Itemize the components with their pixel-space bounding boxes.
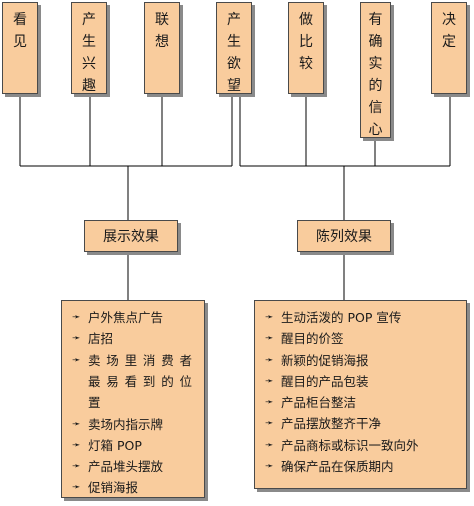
list-item-text: 产品堆头摆放	[88, 459, 164, 475]
step-char: 生	[82, 34, 96, 50]
list-item: ➛ 促销海报	[68, 477, 192, 498]
step-box-see: 看 见	[2, 2, 38, 94]
arrow-bullet-icon: ➛	[72, 354, 81, 366]
list-item: ➛ 店招	[68, 328, 192, 349]
list-item-text: 产品柜台整洁	[281, 395, 357, 411]
step-char: 趣	[82, 78, 96, 94]
arrow-bullet-icon: ➛	[265, 397, 274, 409]
step-char: 看	[13, 12, 27, 28]
step-char: 的	[368, 78, 383, 94]
step-box-desire: 产 生 欲 望	[216, 2, 252, 94]
step-char: 实	[368, 56, 383, 72]
list-item: ➛ 灯箱 POP	[68, 435, 192, 456]
list-item: ➛ 卖场内指示牌	[68, 414, 192, 435]
list-item-text: 产品商标或标识一致向外	[281, 437, 419, 453]
arrow-bullet-icon: ➛	[265, 333, 274, 345]
list-item-text: 醒目的产品包装	[281, 373, 369, 389]
list-item-text: 醒目的价签	[281, 331, 344, 347]
list-item-line: 置	[88, 394, 101, 410]
step-char: 联	[155, 12, 169, 28]
list-item: ➛ 卖场里消费者 最易看到的位 置	[68, 350, 192, 414]
merchandising-effect-list-box: ➛ 生动活泼的 POP 宣传 ➛ 醒目的价签 ➛ 新颖的促销海报 ➛ 醒目的产品…	[254, 300, 467, 489]
list-item-line: 最易看到的位	[88, 373, 192, 389]
step-char: 心	[368, 122, 383, 138]
list-item-text: 新颖的促销海报	[281, 352, 369, 368]
merchandising-effect-list: ➛ 生动活泼的 POP 宣传 ➛ 醒目的价签 ➛ 新颖的促销海报 ➛ 醒目的产品…	[261, 307, 419, 477]
list-item: ➛ 产品柜台整洁	[261, 392, 419, 413]
step-char: 比	[299, 34, 313, 50]
arrow-bullet-icon: ➛	[72, 482, 81, 494]
merchandising-effect-label: 陈列效果	[316, 229, 372, 245]
list-item: ➛ 生动活泼的 POP 宣传	[261, 307, 419, 328]
list-item-text: 产品摆放整齐干净	[281, 416, 382, 432]
step-char: 见	[13, 34, 27, 50]
list-item: ➛ 确保产品在保质期内	[261, 456, 419, 477]
step-box-associate: 联 想	[144, 2, 180, 94]
list-item-line: 卖场里消费者	[88, 352, 192, 368]
display-effect-label: 展示效果	[103, 229, 159, 245]
step-char: 确	[368, 34, 383, 50]
list-item-text: 店招	[88, 331, 114, 347]
step-box-confidence: 有 确 实 的 信 心	[360, 2, 391, 138]
step-char: 生	[227, 34, 241, 50]
step-char: 信	[368, 100, 383, 116]
arrow-bullet-icon: ➛	[265, 375, 274, 387]
step-char: 有	[368, 12, 383, 28]
list-item-text: 促销海报	[88, 480, 139, 496]
step-char: 兴	[82, 56, 96, 72]
list-item: ➛ 产品堆头摆放	[68, 456, 192, 477]
list-item: ➛ 户外焦点广告	[68, 307, 192, 328]
display-effect-list-box: ➛ 户外焦点广告 ➛ 店招 ➛ 卖场里消费者 最易看到的位 置 ➛ 卖场内指示牌…	[61, 300, 205, 498]
list-item: ➛ 新颖的促销海报	[261, 350, 419, 371]
arrow-bullet-icon: ➛	[72, 312, 81, 323]
list-item-text: 生动活泼的 POP 宣传	[281, 310, 402, 325]
arrow-bullet-icon: ➛	[72, 418, 81, 430]
list-item: ➛ 产品摆放整齐干净	[261, 413, 419, 434]
step-char: 望	[227, 78, 241, 94]
list-item-text-multiline: 卖场里消费者 最易看到的位 置	[88, 350, 192, 413]
arrow-bullet-icon: ➛	[265, 461, 274, 473]
arrow-bullet-icon: ➛	[72, 461, 81, 473]
step-box-decide: 决 定	[431, 2, 467, 94]
list-item-text: 确保产品在保质期内	[281, 459, 394, 475]
arrow-bullet-icon: ➛	[265, 312, 274, 323]
list-item: ➛ 醒目的价签	[261, 328, 419, 349]
step-char: 做	[299, 12, 313, 28]
list-item-text: 户外焦点广告	[88, 310, 164, 325]
display-effect-list: ➛ 户外焦点广告 ➛ 店招 ➛ 卖场里消费者 最易看到的位 置 ➛ 卖场内指示牌…	[68, 307, 192, 499]
step-char: 产	[82, 12, 96, 28]
list-item-text: 卖场内指示牌	[88, 416, 164, 432]
list-item: ➛ 醒目的产品包装	[261, 371, 419, 392]
merchandising-effect-box: 陈列效果	[297, 220, 391, 252]
step-char: 欲	[227, 56, 241, 72]
arrow-bullet-icon: ➛	[265, 418, 274, 430]
step-char: 产	[227, 12, 241, 28]
step-char: 较	[299, 56, 313, 72]
step-box-compare: 做 比 较	[288, 2, 324, 94]
list-item-text: 灯箱 POP	[88, 437, 142, 453]
arrow-bullet-icon: ➛	[265, 439, 274, 451]
step-char: 想	[155, 34, 169, 50]
step-char: 决	[442, 12, 456, 28]
display-effect-box: 展示效果	[84, 220, 178, 252]
list-item: ➛ 产品商标或标识一致向外	[261, 435, 419, 456]
arrow-bullet-icon: ➛	[265, 354, 274, 366]
step-char: 定	[442, 34, 456, 50]
arrow-bullet-icon: ➛	[72, 439, 81, 451]
step-box-interest: 产 生 兴 趣	[71, 2, 107, 94]
arrow-bullet-icon: ➛	[72, 333, 81, 345]
